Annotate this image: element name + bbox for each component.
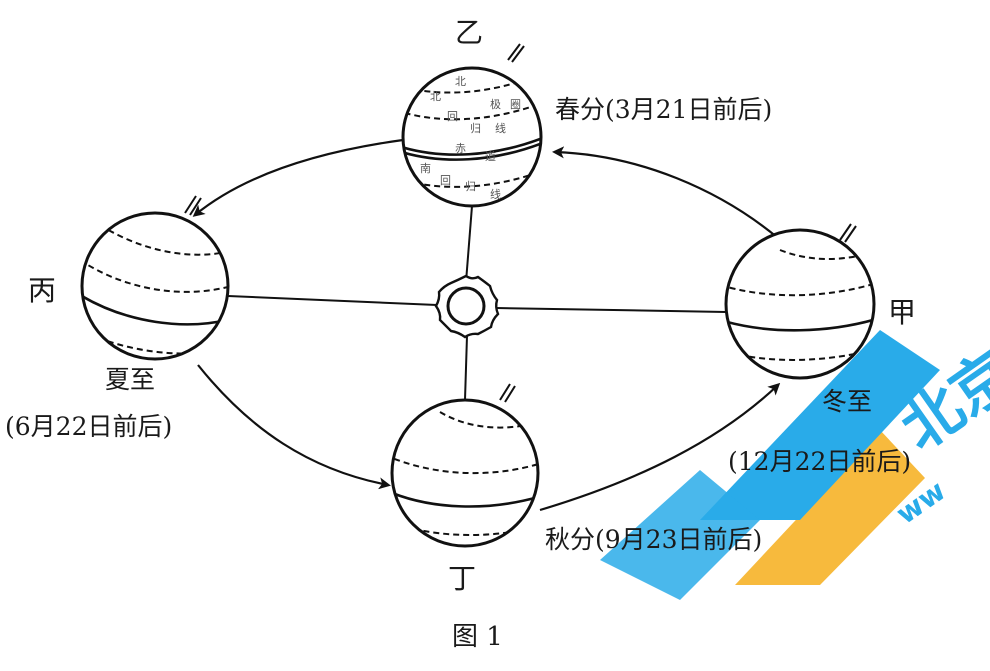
orbit-spokes [227, 205, 727, 401]
spoke-jia [495, 307, 727, 313]
arrow-ding-to-jia [539, 382, 781, 512]
svg-text:线: 线 [490, 187, 501, 201]
watermark-logo: 北京 ww [600, 330, 990, 600]
date-label-jia: (12月22日前后) [728, 447, 911, 476]
marker-yi: 乙 [455, 16, 483, 49]
svg-text:回: 回 [447, 110, 458, 123]
svg-text:道: 道 [485, 149, 496, 163]
spoke-bing [227, 295, 438, 306]
season-label-bing: 夏至 [105, 365, 155, 394]
season-label-ding: 秋分(9月23日前后) [545, 525, 762, 554]
svg-text:赤: 赤 [455, 142, 466, 155]
figure-caption: 图 1 [452, 622, 503, 652]
svg-text:北: 北 [430, 90, 441, 103]
globe-bing [80, 195, 230, 361]
spoke-yi [465, 205, 473, 283]
svg-text:线: 线 [495, 121, 506, 135]
globe-jia [724, 223, 876, 380]
svg-text:回: 回 [440, 174, 451, 187]
season-label-jia: 冬至 [822, 387, 872, 416]
arrow-jia-to-yi [552, 146, 779, 239]
arrow-bing-to-ding [197, 364, 391, 490]
svg-text:北: 北 [455, 75, 466, 88]
date-label-bing: (6月22日前后) [5, 412, 172, 441]
svg-text:南: 南 [420, 162, 431, 175]
globe-yi: 北 北 极 圈 回 归 线 赤 道 南 回 归 线 [401, 43, 543, 208]
spoke-ding [464, 335, 468, 401]
svg-text:归: 归 [470, 121, 481, 135]
orbit-arrows [192, 138, 781, 512]
season-label-yi: 春分(3月21日前后) [555, 95, 772, 124]
marker-bing: 丙 [28, 274, 56, 307]
marker-ding: 丁 [448, 562, 476, 595]
sun-symbol [434, 274, 500, 339]
arrow-yi-to-bing [192, 138, 404, 217]
svg-text:圈: 圈 [510, 98, 521, 111]
svg-text:极: 极 [490, 97, 501, 111]
globe-ding [390, 383, 540, 548]
svg-text:归: 归 [465, 179, 476, 193]
marker-jia: 甲 [888, 296, 916, 329]
